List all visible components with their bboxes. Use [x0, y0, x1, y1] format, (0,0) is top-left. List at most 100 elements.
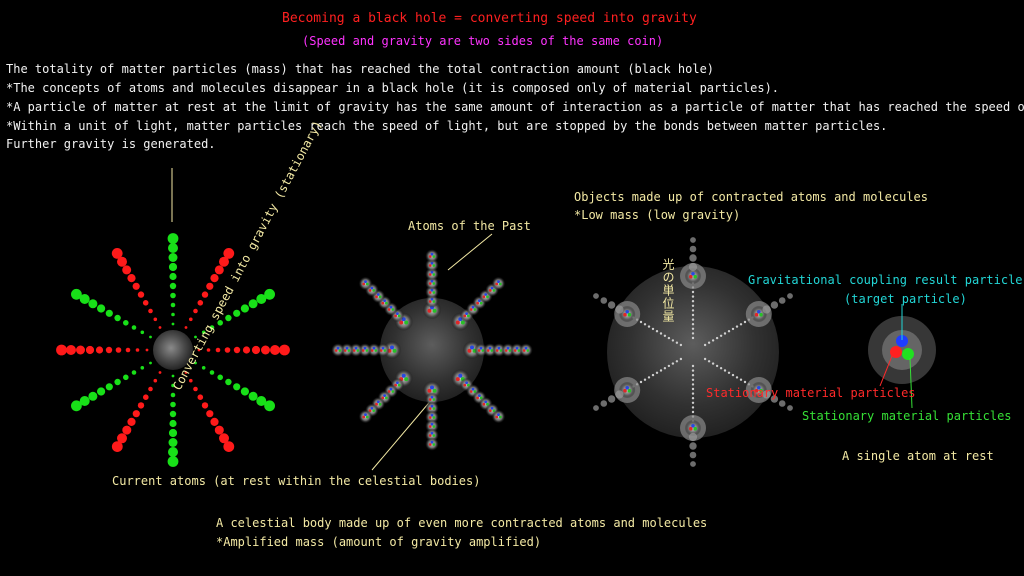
ray-dot — [71, 288, 82, 300]
red-particle — [428, 255, 432, 258]
ray-dot — [85, 345, 95, 355]
red-particle — [513, 349, 517, 352]
arm-dot — [691, 410, 695, 414]
blue-particle — [497, 280, 500, 284]
ray-dot — [149, 335, 152, 339]
red-particle — [428, 300, 432, 303]
ray-dot — [171, 312, 175, 317]
blue-particle — [430, 395, 434, 399]
celestial-body-right — [593, 237, 793, 467]
green-particle — [432, 255, 436, 258]
red-particle — [427, 308, 432, 313]
red-particle — [362, 282, 366, 286]
blue-particle — [430, 422, 434, 426]
note-line-5: Further gravity is generated. — [6, 137, 216, 151]
note-line-1: The totality of matter particles (mass) … — [6, 62, 715, 76]
atom-core — [882, 330, 922, 370]
ray-dot — [248, 299, 258, 309]
green-particle — [693, 274, 697, 279]
arm-dot — [671, 362, 675, 365]
arm-dot — [643, 378, 647, 381]
blue-particle — [370, 406, 374, 410]
ray-dot — [88, 391, 98, 401]
arm-dot — [675, 360, 679, 363]
ray-dot — [168, 262, 178, 272]
objects-label-1: Objects made up of contracted atoms and … — [574, 190, 929, 204]
atom-bead — [474, 343, 488, 357]
ray-dot — [171, 374, 175, 378]
green-particle — [432, 291, 436, 294]
red-particle — [486, 349, 490, 352]
ray-dot — [131, 370, 137, 375]
ray-dot — [217, 320, 223, 326]
ray-dot — [167, 233, 179, 244]
ray-dot — [127, 274, 136, 283]
green-particle — [392, 348, 397, 353]
green-particle — [391, 390, 395, 393]
ray-dot — [125, 347, 131, 353]
blue-particle — [389, 387, 393, 391]
arm-dot — [679, 357, 683, 361]
blue-particle — [430, 288, 434, 292]
arm-dot — [727, 371, 731, 374]
stationary-red-label: Stationary material particles — [706, 386, 916, 400]
red-particle — [375, 295, 378, 299]
green-particle — [432, 416, 436, 419]
green-particle — [356, 349, 360, 352]
ray-dot — [189, 378, 193, 383]
green-particle — [492, 409, 496, 412]
atom-bead — [340, 343, 354, 357]
blue-particle — [524, 346, 528, 350]
ray-dot — [233, 346, 241, 354]
ray-dot — [201, 402, 209, 409]
ray-dot — [225, 378, 232, 386]
blue-particle — [376, 400, 380, 404]
grav-coupling-label-2: (target particle) — [844, 292, 967, 306]
red-particle — [428, 291, 432, 294]
single-atom — [868, 304, 936, 409]
arm-dot — [707, 341, 711, 344]
arm-dot — [667, 364, 671, 368]
trail-bead — [770, 395, 779, 403]
green-particle — [498, 282, 502, 286]
ray-dot — [149, 361, 152, 365]
blue-particle — [484, 400, 488, 404]
red-particle — [495, 415, 499, 419]
green-particle — [432, 388, 437, 393]
atom-bead — [519, 343, 533, 357]
red-particle — [362, 415, 366, 419]
ray-dot — [132, 410, 140, 418]
ray-dot — [168, 438, 178, 447]
green-particle — [432, 282, 436, 285]
ray-dot — [88, 299, 98, 309]
blue-particle — [490, 286, 494, 290]
red-particle — [455, 320, 460, 325]
black-hole-starburst — [56, 168, 290, 467]
blue-particle — [430, 385, 434, 390]
green-particle — [365, 282, 369, 286]
page-title: Becoming a black hole = converting speed… — [282, 11, 697, 26]
green-particle — [499, 349, 503, 352]
ray-dot — [169, 272, 177, 281]
arm-dot — [659, 332, 663, 335]
blue-particle — [389, 305, 393, 309]
blue-particle — [458, 373, 463, 378]
ray-dot — [209, 370, 215, 375]
arm-dot — [663, 367, 667, 370]
ray-dot — [153, 317, 158, 322]
atom-bead — [376, 343, 390, 357]
red-particle — [623, 312, 627, 317]
ray-dot — [217, 374, 223, 381]
green-particle — [365, 349, 369, 352]
blue-particle — [354, 346, 358, 350]
green-particle — [338, 349, 342, 352]
red-particle — [368, 289, 372, 292]
ray-dot — [117, 256, 127, 267]
blue-particle — [896, 335, 908, 347]
red-particle — [754, 312, 759, 317]
green-particle — [902, 348, 914, 360]
red-particle — [689, 426, 693, 431]
green-particle — [378, 295, 382, 299]
ray-dot — [184, 371, 188, 374]
ray-dot — [114, 314, 121, 322]
